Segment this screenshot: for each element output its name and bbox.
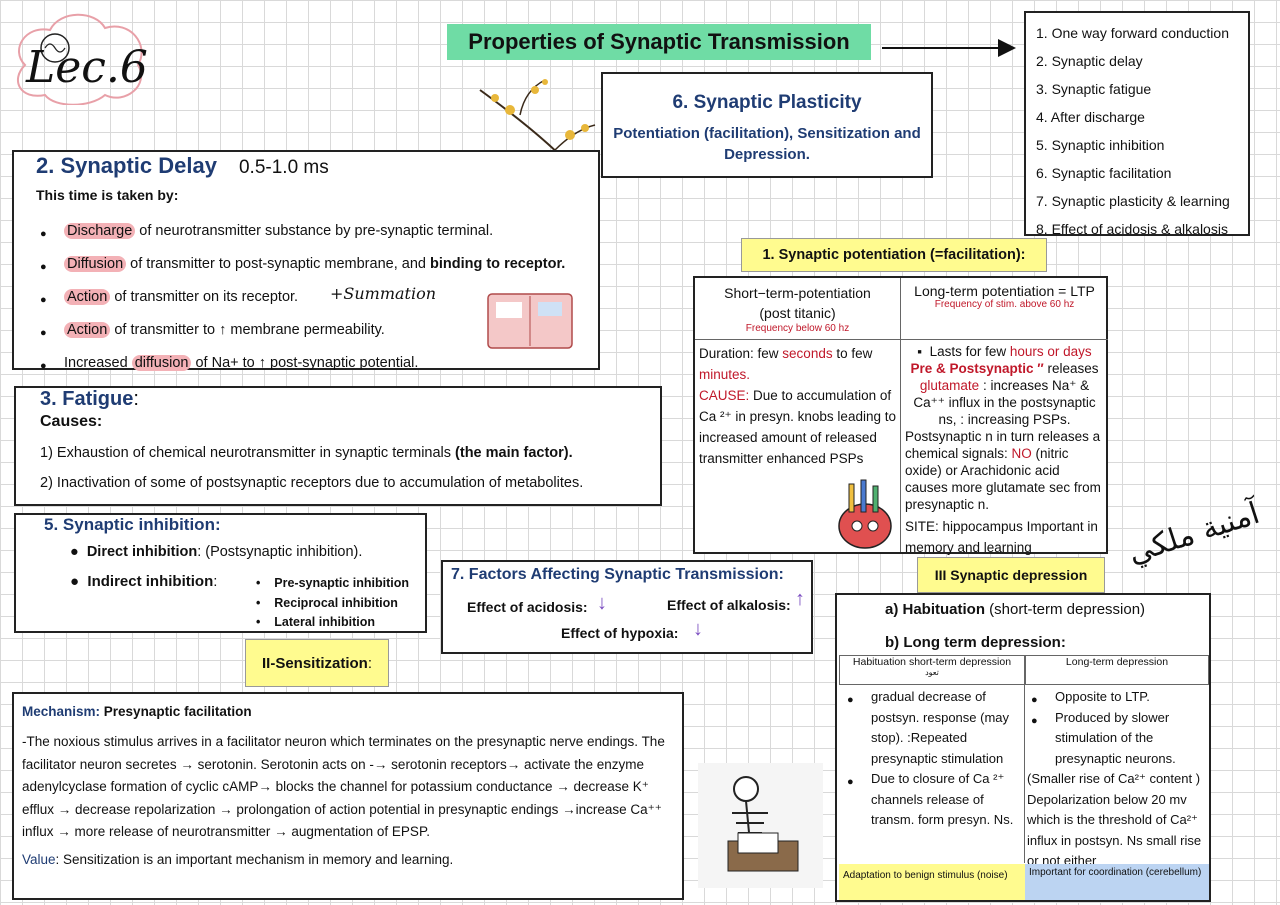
property-item: 2. Synaptic delay bbox=[1036, 53, 1143, 69]
lecture-logo: Lec.6 bbox=[10, 10, 150, 105]
fatigue-cause-1: 1) Exhaustion of chemical neurotransmitt… bbox=[40, 445, 573, 461]
indirect-inhibition-type: • Pre-synaptic inhibition bbox=[256, 576, 410, 590]
plasticity-heading: 6. Synaptic Plasticity bbox=[672, 92, 862, 113]
ltp-body: ▪ Lasts for few hours or days Pre & Post… bbox=[905, 344, 1101, 555]
habituation-col-arabic: تعود bbox=[925, 668, 939, 677]
stp-frequency: Frequency below 60 hz bbox=[745, 323, 850, 334]
habituation-item: Due to closure of Ca ²⁺ channels release… bbox=[843, 769, 1020, 831]
pencil-cup-sticker-icon bbox=[838, 479, 892, 549]
fatigue-heading: 3. Fatigue bbox=[40, 388, 134, 410]
ltd-item: Opposite to LTP. bbox=[1027, 687, 1207, 710]
effect-alkalosis: Effect of alkalosis: bbox=[667, 597, 791, 613]
mechanism-paragraph: -The noxious stimulus arrives in a facil… bbox=[22, 734, 665, 839]
delay-step: Discharge of neurotransmitter substance … bbox=[36, 215, 598, 251]
direct-inhibition: ● Direct inhibition: (Postsynaptic inhib… bbox=[70, 544, 363, 560]
sensitization-label: II-Sensitization: bbox=[245, 639, 389, 687]
effect-acidosis: Effect of acidosis: bbox=[467, 599, 588, 615]
arrow-down-icon-2: ↓ bbox=[693, 618, 703, 640]
page-title: Properties of Synaptic Transmission bbox=[447, 24, 871, 60]
fatigue-box: 3. Fatigue: Causes: 1) Exhaustion of che… bbox=[14, 386, 662, 506]
property-item: 7. Synaptic plasticity & learning bbox=[1036, 193, 1230, 209]
delay-step: Action of transmitter on its receptor. bbox=[36, 281, 598, 317]
sensitization-box: Mechanism: Presynaptic facilitation -The… bbox=[12, 692, 684, 900]
indirect-inhibition-type: • Lateral inhibition bbox=[256, 615, 375, 629]
property-item: 8. Effect of acidosis & alkalosis bbox=[1036, 221, 1228, 237]
ltp-heading: Long-term potentiation = LTP bbox=[914, 283, 1095, 299]
property-item: 4. After discharge bbox=[1036, 109, 1145, 125]
arrow-right-icon bbox=[882, 39, 1016, 57]
value-line: Value: Sensitization is an important mec… bbox=[22, 851, 454, 867]
property-item: 3. Synaptic fatigue bbox=[1036, 81, 1152, 97]
lecture-logo-text: Lec.6 bbox=[26, 42, 148, 93]
ltd-footnote: Important for coordination (cerebellum) bbox=[1025, 864, 1209, 900]
property-item: 1. One way forward conduction bbox=[1036, 25, 1229, 41]
potentiation-table: Short−term-potentiation (post titanic) F… bbox=[693, 276, 1108, 555]
fatigue-cause-2: 2) Inactivation of some of postsynaptic … bbox=[40, 475, 584, 491]
mechanism-line: Mechanism: Presynaptic facilitation bbox=[22, 704, 252, 719]
habituation-line: a) Habituation (short-term depression) bbox=[885, 601, 1146, 618]
stp-body: Duration: few seconds to few minutes. CA… bbox=[695, 340, 901, 552]
potentiation-label: 1. Synaptic potentiation (=facilitation)… bbox=[741, 238, 1047, 272]
arrow-up-icon: ↑ bbox=[795, 588, 805, 610]
synaptic-delay-box: 2. Synaptic Delay 0.5-1.0 ms This time i… bbox=[12, 150, 600, 383]
factors-heading: 7. Factors Affecting Synaptic Transmissi… bbox=[451, 566, 784, 583]
inhibition-heading: 5. Synaptic inhibition: bbox=[44, 515, 221, 534]
ltp-frequency: Frequency of stim. above 60 hz bbox=[934, 299, 1075, 310]
synaptic-plasticity-box: 6. Synaptic Plasticity Potentiation (fac… bbox=[601, 72, 933, 178]
depression-label: III Synaptic depression bbox=[917, 557, 1105, 593]
cloud-doodle-icon bbox=[16, 13, 143, 105]
notebook-sticker-icon bbox=[487, 293, 573, 349]
synaptic-depression-box: a) Habituation (short-term depression) b… bbox=[835, 593, 1211, 902]
indirect-inhibition: ● Indirect inhibition: bbox=[70, 573, 218, 590]
summation-note: +Summation bbox=[330, 284, 437, 303]
delay-step: Action of transmitter to ↑ membrane perm… bbox=[36, 314, 598, 350]
properties-list: 1. One way forward conduction 2. Synaptic… bbox=[1024, 11, 1250, 237]
ltd-item: Produced by slower stimulation of the pr… bbox=[1027, 708, 1207, 770]
property-item: 5. Synaptic inhibition bbox=[1036, 137, 1165, 153]
habituation-item: gradual decrease of postsyn. response (m… bbox=[843, 687, 1020, 769]
delay-heading: 2. Synaptic Delay bbox=[36, 153, 217, 178]
ltd-col-heading: Long-term depression bbox=[1065, 656, 1169, 668]
delay-step: Increased diffusion of Na+ to ↑ post-syn… bbox=[36, 347, 598, 383]
delay-time: 0.5-1.0 ms bbox=[238, 157, 329, 178]
indirect-inhibition-type: • Reciprocal inhibition bbox=[256, 595, 398, 610]
property-item: 6. Synaptic facilitation bbox=[1036, 165, 1172, 181]
delay-step: Diffusion of transmitter to post-synapti… bbox=[36, 248, 598, 284]
habituation-col-heading: Habituation short-term depression bbox=[852, 656, 1012, 668]
skeleton-reading-sticker-icon bbox=[698, 763, 823, 888]
habituation-footnote: Adaptation to benign stimulus (noise) bbox=[839, 864, 1025, 900]
ltd-line: b) Long term depression: bbox=[885, 634, 1066, 651]
effect-hypoxia: Effect of hypoxia: bbox=[561, 625, 679, 641]
arrow-down-icon: ↓ bbox=[597, 592, 607, 614]
plasticity-body: Potentiation (facilitation), Sensitizati… bbox=[613, 125, 921, 163]
synaptic-inhibition-box: 5. Synaptic inhibition: ● Direct inhibit… bbox=[14, 513, 427, 633]
signature: آمنية ملكي bbox=[1123, 495, 1264, 572]
factors-box: 7. Factors Affecting Synaptic Transmissi… bbox=[441, 560, 813, 654]
ltd-detail: (Smaller rise of Ca²⁺ content ) Depolari… bbox=[1027, 771, 1202, 868]
fatigue-causes: Causes: bbox=[40, 413, 103, 430]
stp-heading: Short−term-potentiation (post titanic) bbox=[724, 285, 871, 321]
fatigue-colon: : bbox=[133, 388, 139, 410]
delay-intro: This time is taken by: bbox=[36, 187, 179, 203]
